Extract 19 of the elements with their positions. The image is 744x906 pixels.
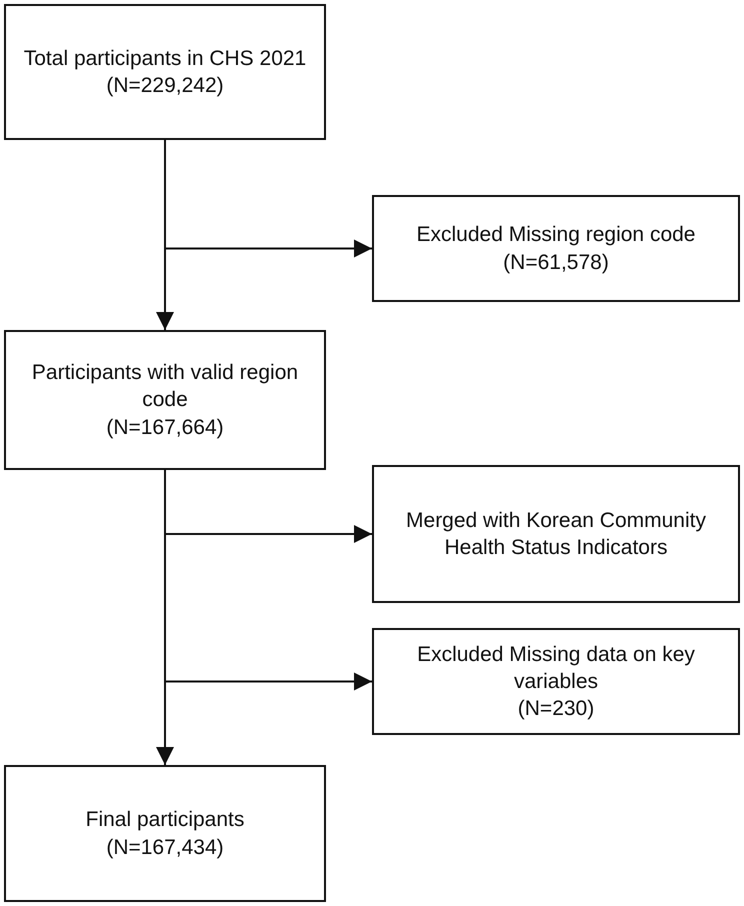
box-text: Excluded Missing data on key variables [416,642,696,695]
box-text: (N=230) [518,696,594,722]
box-text: Participants with valid region code [30,360,300,414]
process-box [372,465,740,603]
box-text: Excluded Missing region code [416,222,696,248]
process-box [4,330,326,470]
process-box [372,628,740,735]
process-box [4,4,326,140]
box-text: Merged with Korean Community Health Status Indicators [405,508,707,561]
box-text: (N=167,664) [106,414,224,441]
box-text: (N=61,578) [503,250,609,276]
arrow [164,470,372,690]
box-text: (N=167,434) [106,834,224,860]
process-box [372,195,740,302]
arrow [164,140,372,258]
box-text: (N=229,242) [106,73,224,99]
process-box [4,765,326,902]
box-text: Total participants in CHS 2021 [24,46,306,72]
box-text: Final participants [86,807,244,834]
